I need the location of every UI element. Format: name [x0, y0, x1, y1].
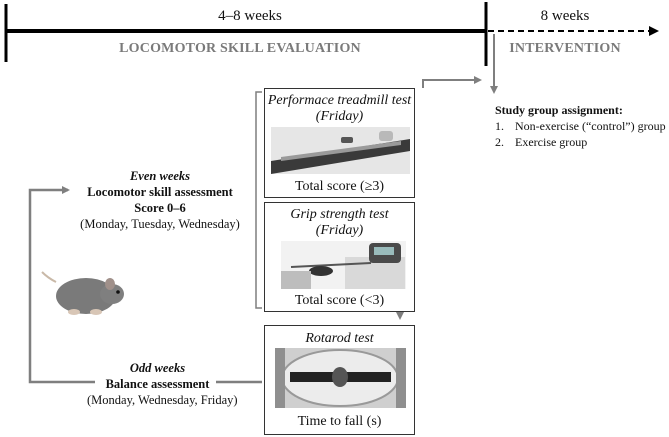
even-weeks-days: (Monday, Tuesday, Wednesday) [80, 217, 240, 231]
grip-strength-test-footer: Total score (<3) [294, 293, 385, 308]
rotarod-test-box: Rotarod test Time to fall (s) [264, 325, 415, 435]
treadmill-test-title: Performace treadmill test [267, 93, 412, 108]
even-weeks-score: Score 0–6 [134, 201, 186, 215]
odd-weeks-title: Balance assessment [105, 377, 210, 391]
study-group-assignment: Study group assignment: 1. Non-exercise … [495, 102, 667, 150]
even-weeks-title: Locomotor skill assessment [87, 185, 233, 199]
treadmill-test-day: (Friday) [315, 109, 364, 124]
evaluation-duration: 4–8 weeks [218, 8, 282, 24]
grip-strength-photo [281, 241, 406, 289]
rotarod-photo [275, 348, 406, 408]
grip-strength-test-day: (Friday) [315, 223, 364, 238]
treadmill-photo [271, 127, 410, 174]
grip-strength-test-title: Grip strength test [290, 207, 389, 222]
even-weeks-heading: Even weeks [129, 169, 191, 183]
study-group-item-number: 1. [495, 119, 504, 133]
study-group-item-label: Exercise group [515, 135, 588, 149]
study-group-heading: Study group assignment: [495, 103, 623, 117]
odd-weeks-days: (Monday, Wednesday, Friday) [87, 393, 238, 407]
connector-treadmill-to-timeline [422, 76, 482, 88]
evaluation-phase-label: LOCOMOTOR SKILL EVALUATION [119, 41, 361, 56]
grip-strength-test-box: Grip strength test (Friday) Total score … [264, 202, 415, 312]
study-group-item: 2. Exercise group [495, 134, 667, 150]
bracket-tests [255, 91, 262, 309]
study-group-item-label: Non-exercise (“control”) group [515, 119, 666, 133]
odd-weeks-block: Odd weeks Balance assessment (Monday, We… [87, 360, 238, 408]
rotarod-test-title: Rotarod test [305, 331, 374, 346]
mouse-image [41, 271, 124, 315]
odd-weeks-heading: Odd weeks [129, 361, 186, 375]
study-group-item: 1. Non-exercise (“control”) group [495, 118, 667, 134]
treadmill-test-footer: Total score (≥3) [294, 179, 385, 194]
study-group-item-number: 2. [495, 135, 504, 149]
intervention-phase-label: INTERVENTION [509, 41, 621, 56]
rotarod-test-footer: Time to fall (s) [297, 414, 382, 429]
even-weeks-block: Even weeks Locomotor skill assessment Sc… [70, 168, 250, 232]
treadmill-test-box: Performace treadmill test (Friday) Total… [264, 88, 415, 198]
connector-loop [28, 186, 95, 384]
intervention-duration: 8 weeks [540, 8, 590, 24]
